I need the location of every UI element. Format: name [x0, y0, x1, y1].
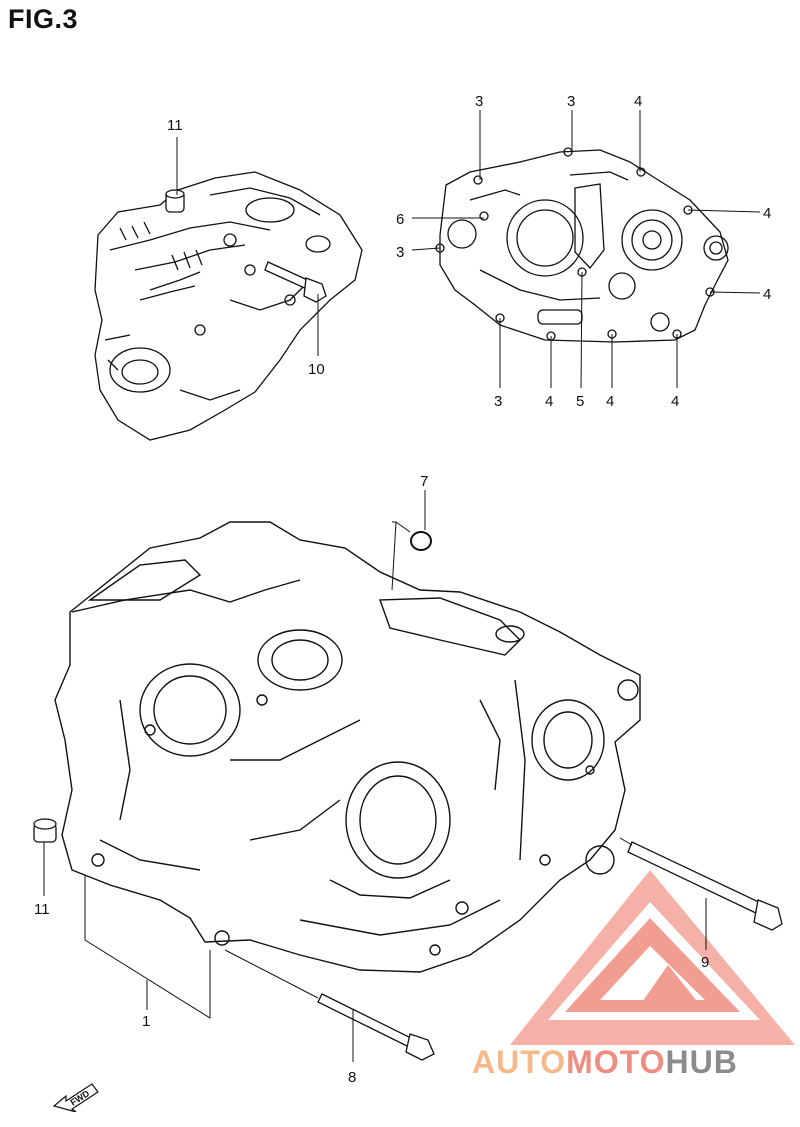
part-11-top-icon — [165, 189, 185, 213]
part-8-bolt-icon — [317, 993, 435, 1061]
leader-lines — [43, 110, 761, 1062]
watermark-logo-icon — [510, 870, 795, 1045]
callout-9: 9 — [701, 954, 709, 971]
crankcase-side-view — [435, 147, 729, 343]
callout-4-d: 4 — [545, 393, 553, 410]
watermark-part-auto: AUTO — [472, 1044, 567, 1080]
callout-labels: 11 10 3 3 4 6 3 4 4 3 4 5 4 4 7 11 9 1 8 — [34, 93, 771, 1086]
watermark-part-moto: MOTO — [566, 1044, 666, 1080]
callout-4-c: 4 — [763, 286, 771, 303]
callout-4-a: 4 — [634, 93, 642, 110]
callout-4-e: 4 — [606, 393, 614, 410]
part-9-bolt-icon — [627, 841, 783, 931]
callout-8: 8 — [348, 1069, 356, 1086]
callout-5: 5 — [576, 393, 584, 410]
callout-4-f: 4 — [671, 393, 679, 410]
upper-crankcase-view — [94, 171, 363, 441]
figure-title: FIG.3 — [8, 4, 79, 34]
watermark-part-hub: HUB — [665, 1044, 738, 1080]
part-10-bolt-icon — [264, 261, 327, 303]
callout-7: 7 — [420, 473, 428, 490]
callout-3-b: 3 — [567, 93, 575, 110]
callout-3-d: 3 — [494, 393, 502, 410]
callout-11-top: 11 — [167, 117, 183, 134]
callout-3-c: 3 — [396, 244, 404, 261]
main-crankcase-view — [54, 521, 641, 973]
callout-3-a: 3 — [475, 93, 483, 110]
watermark-text: AUTOMOTOHUB — [472, 1044, 738, 1081]
callout-11-bottom: 11 — [34, 901, 50, 918]
fwd-arrow-icon: FWD — [52, 1083, 99, 1112]
callout-4-b: 4 — [763, 205, 771, 222]
part-7-o-ring-icon — [410, 531, 432, 551]
callout-10: 10 — [308, 361, 325, 378]
callout-1: 1 — [142, 1013, 150, 1030]
callout-6: 6 — [396, 211, 404, 228]
part-11-bottom-icon — [33, 818, 57, 843]
